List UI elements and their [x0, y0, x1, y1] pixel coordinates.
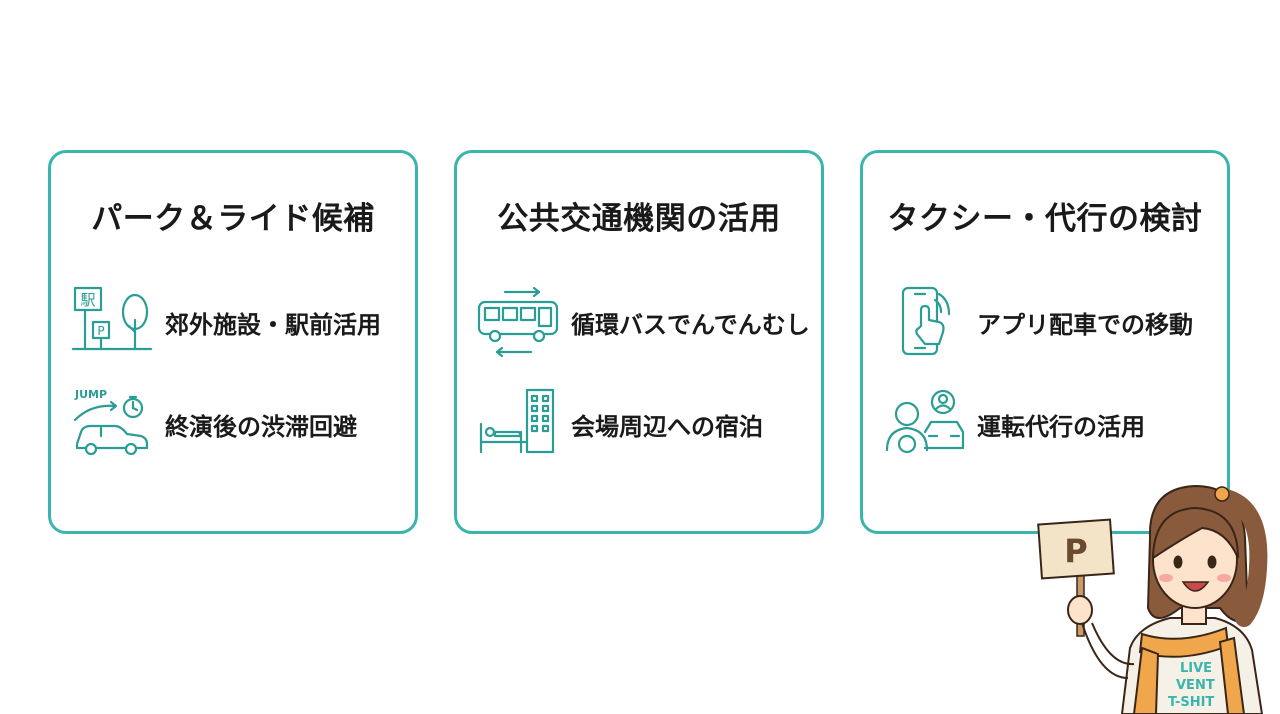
- list-item: 会場周辺への宿泊: [475, 385, 811, 463]
- item-label: アプリ配車での移動: [977, 310, 1193, 339]
- sign-letter: P: [1064, 532, 1087, 570]
- smartphone-tap-icon: [881, 286, 967, 358]
- shirt-text-line-2: VENT: [1176, 678, 1215, 693]
- card-taxi-and-driver: タクシー・代行の検討 アプリ配車での移動: [860, 150, 1230, 534]
- mascot-illustration: LIVE VENT T-SHIT P: [1030, 478, 1280, 714]
- shirt-text-line-1: LIVE: [1180, 661, 1212, 676]
- hotel-bed-icon: [475, 388, 561, 460]
- item-label: 循環バスでんでんむし: [571, 310, 810, 339]
- list-item: 駅 P 郊外施設・駅前活用: [69, 283, 405, 361]
- list-item: JUMP 終演後の渋滞回避: [69, 385, 405, 463]
- item-label: 運転代行の活用: [977, 412, 1145, 441]
- card-public-transport: 公共交通機関の活用 循環バスでんでんむし: [454, 150, 824, 534]
- card-park-and-ride: パーク＆ライド候補 駅 P 郊外施設・駅前活用 JUMP: [48, 150, 418, 534]
- card-title: タクシー・代行の検討: [887, 201, 1203, 237]
- driver-service-icon: [881, 388, 967, 460]
- item-label: 郊外施設・駅前活用: [165, 310, 381, 339]
- shirt-text-line-3: T-SHIT: [1168, 695, 1214, 710]
- card-title: 公共交通機関の活用: [497, 201, 781, 237]
- svg-text:P: P: [97, 324, 104, 338]
- list-item: 運転代行の活用: [881, 385, 1217, 463]
- item-label: 終演後の渋滞回避: [165, 412, 357, 441]
- car-jump-icon: JUMP: [69, 388, 155, 460]
- jump-text: JUMP: [74, 388, 107, 401]
- station-parking-icon: 駅 P: [69, 286, 155, 358]
- item-label: 会場周辺への宿泊: [571, 412, 763, 441]
- list-item: 循環バスでんでんむし: [475, 283, 811, 361]
- station-sign-text: 駅: [80, 291, 95, 309]
- card-title: パーク＆ライド候補: [91, 201, 375, 237]
- list-item: アプリ配車での移動: [881, 283, 1217, 361]
- circulating-bus-icon: [475, 286, 561, 358]
